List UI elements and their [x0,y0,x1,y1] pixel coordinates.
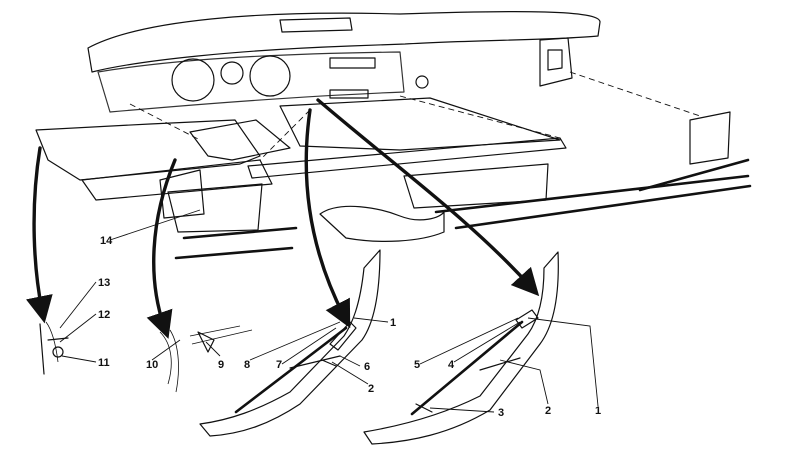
callout-6: 6 [364,361,370,373]
callout-14: 14 [100,235,113,247]
detail-sill-right [363,251,559,445]
gauge-right [249,55,291,97]
callout-2-center: 2 [368,383,374,395]
instrument-panel [97,51,429,113]
dashboard-padding [87,11,601,73]
arrow-detail-center [304,108,351,329]
glovebox-slot [329,89,369,99]
arrow-detail-right [316,98,540,297]
callout-5: 5 [414,359,420,371]
callout-12: 12 [98,309,110,321]
callout-8: 8 [244,359,250,371]
floor-carpet [35,97,567,233]
right-kick-piece [689,111,731,165]
detail-sill-center [199,249,381,437]
defroster-vent [279,17,353,33]
callout-9: 9 [218,359,224,371]
tunnel-cover [319,205,445,242]
left-kick-piece [159,169,205,219]
callout-11: 11 [98,357,110,369]
dash-knob [415,75,429,89]
dash-end-cap [539,37,573,87]
callout-7: 7 [276,359,282,371]
detail-clip [159,325,253,393]
gauge-left [171,58,215,102]
callout-4: 4 [448,359,455,371]
callout-13: 13 [98,277,110,289]
gauge-small [220,61,244,85]
callout-2-right: 2 [545,405,551,417]
kick-panel-left [167,183,263,233]
callout-10: 10 [146,359,158,371]
arrow-detail-9-10 [146,158,177,339]
sill-strips [174,158,752,260]
arrow-detail-left [25,146,53,324]
callout-1-right: 1 [595,405,601,417]
callout-3: 3 [498,407,504,419]
radio-slot [329,57,376,69]
callout-1-center: 1 [390,317,396,329]
console-tunnel [189,119,291,161]
callout-leaders [59,209,599,413]
detail-hinge [39,321,69,375]
